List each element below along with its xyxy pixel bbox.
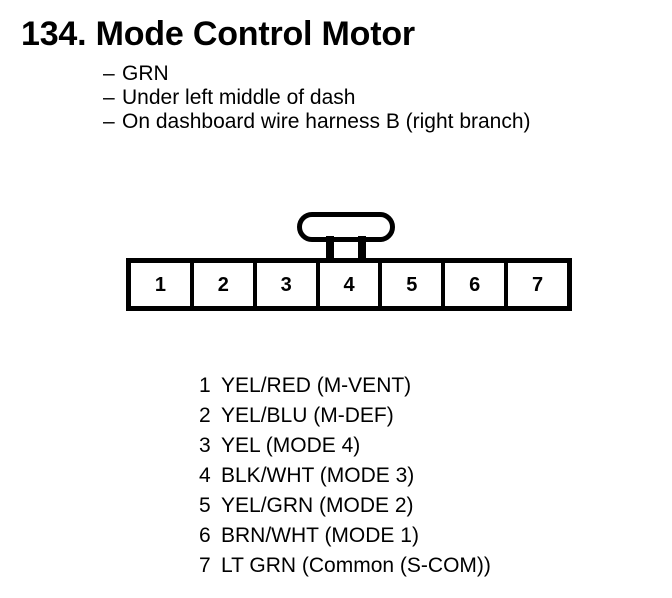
latch-cap-shape <box>297 212 395 242</box>
pin-number-label: 2 <box>217 273 229 296</box>
note-text: Under left middle of dash <box>122 86 356 109</box>
note-item: – Under left middle of dash <box>103 86 643 110</box>
pin-legend-number: 2 <box>199 404 211 427</box>
pin-number-label: 7 <box>532 273 544 296</box>
pin-number-label: 3 <box>280 273 292 296</box>
note-text: GRN <box>122 62 169 85</box>
pin-legend-description: LT GRN (Common (S-COM)) <box>221 554 491 577</box>
pin-legend-row: 3 YEL (MODE 4) <box>199 431 649 461</box>
note-item: – GRN <box>103 62 643 86</box>
pin-cavity-5: 5 <box>382 263 442 306</box>
pin-cavity-3: 3 <box>256 263 316 306</box>
pin-legend-description: YEL/RED (M-VENT) <box>221 374 412 397</box>
pin-legend-description: YEL (MODE 4) <box>221 434 361 457</box>
pin-legend-description: BRN/WHT (MODE 1) <box>221 524 419 547</box>
pin-cavity-2: 2 <box>193 263 253 306</box>
dash-bullet-icon: – <box>103 86 115 109</box>
connector-shell: 1 2 3 4 5 6 7 <box>126 258 572 311</box>
pin-legend-description: YEL/GRN (MODE 2) <box>221 494 414 517</box>
latch-leg-right <box>358 236 366 260</box>
latch-leg-left <box>326 236 334 260</box>
note-item: – On dashboard wire harness B (right bra… <box>103 110 643 134</box>
notes-list: – GRN – Under left middle of dash – On d… <box>103 62 643 134</box>
pin-number-label: 4 <box>343 273 355 296</box>
connector-latch-tab <box>297 212 395 260</box>
pin-number-label: 1 <box>154 273 166 296</box>
pin-legend-number: 6 <box>199 524 211 547</box>
pin-legend-row: 6 BRN/WHT (MODE 1) <box>199 521 649 551</box>
pin-number-label: 6 <box>469 273 481 296</box>
pin-legend-number: 5 <box>199 494 211 517</box>
pin-cavity-6: 6 <box>445 263 505 306</box>
pin-legend-row: 2 YEL/BLU (M-DEF) <box>199 401 649 431</box>
pin-legend-description: BLK/WHT (MODE 3) <box>221 464 415 487</box>
pin-legend-row: 4 BLK/WHT (MODE 3) <box>199 461 649 491</box>
pin-legend-row: 1 YEL/RED (M-VENT) <box>199 371 649 401</box>
pin-legend: 1 YEL/RED (M-VENT) 2 YEL/BLU (M-DEF) 3 Y… <box>199 371 649 581</box>
pin-number-label: 5 <box>406 273 418 296</box>
pin-legend-number: 4 <box>199 464 211 487</box>
pin-legend-number: 7 <box>199 554 211 577</box>
page-title: 134. Mode Control Motor <box>21 15 415 53</box>
pin-cavity-4: 4 <box>319 263 379 306</box>
dash-bullet-icon: – <box>103 110 115 133</box>
pin-legend-row: 7 LT GRN (Common (S-COM)) <box>199 551 649 581</box>
note-text: On dashboard wire harness B (right branc… <box>122 110 531 133</box>
pin-legend-description: YEL/BLU (M-DEF) <box>221 404 394 427</box>
pin-cavity-7: 7 <box>508 263 568 306</box>
connector-diagram: 1 2 3 4 5 6 7 <box>126 212 572 312</box>
dash-bullet-icon: – <box>103 62 115 85</box>
pin-cavity-1: 1 <box>131 263 190 306</box>
pin-legend-number: 3 <box>199 434 211 457</box>
pin-legend-row: 5 YEL/GRN (MODE 2) <box>199 491 649 521</box>
pin-legend-number: 1 <box>199 374 211 397</box>
